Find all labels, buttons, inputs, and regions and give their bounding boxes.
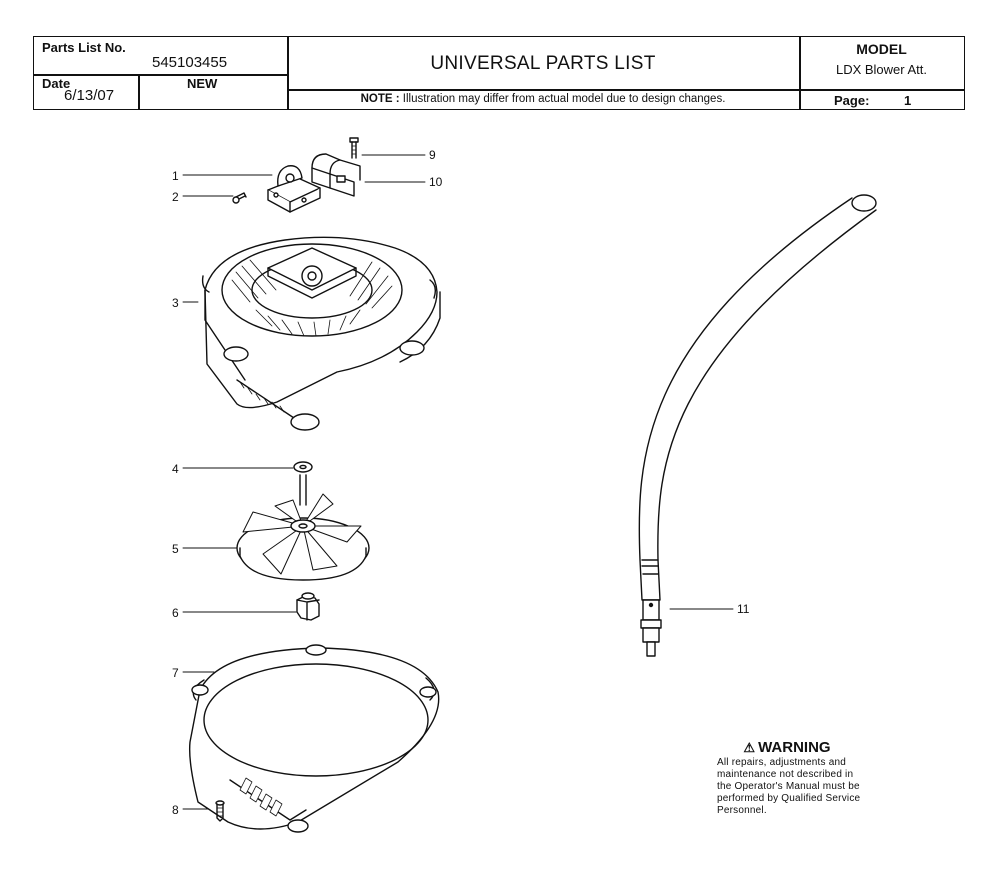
parts-list-number: 545103455 [152,54,228,71]
warning-line: maintenance not described in [717,769,854,780]
callout-1: 1 [172,169,179,183]
part-8-screw [215,800,225,822]
warning-title: WARNING [758,739,831,756]
callout-4: 4 [172,462,179,476]
header-table: Parts List No. 545103455 Date 6/13/07 NE… [33,36,965,110]
warning-triangle-icon: ⚠ [743,740,756,755]
warning-line: All repairs, adjustments and [717,757,846,768]
header-divider [34,74,287,76]
callout-11: 11 [737,602,750,616]
part-5-impeller [236,474,370,581]
part-10-clamp [311,153,361,197]
callout-6: 6 [172,606,179,620]
part-7-housing-ring [188,644,440,833]
callout-10: 10 [429,175,443,189]
warning-box: ⚠WARNING All repairs, adjustments and ma… [717,739,897,817]
warning-heading: ⚠WARNING [717,739,857,756]
header-divider [138,75,140,109]
model-label: MODEL [856,41,907,57]
callout-2: 2 [172,190,179,204]
leader-lines [182,154,734,810]
note-text: Illustration may differ from actual mode… [399,93,726,105]
date-label: Date [42,76,71,91]
model-value: LDX Blower Att. [835,62,928,77]
page-label: Page: [834,93,870,108]
design-note: NOTE : Illustration may differ from actu… [287,93,799,105]
page-title: UNIVERSAL PARTS LIST [430,53,656,74]
callout-7: 7 [172,666,179,680]
callout-3: 3 [172,296,179,310]
callout-9: 9 [429,148,436,162]
part-4-washer [293,461,313,473]
parts-list-label: Parts List No. [42,40,126,55]
warning-line: the Operator's Manual must be [717,781,860,792]
part-11-blower-tube [638,194,877,657]
part-9-screw [349,137,359,159]
date-value: 6/13/07 [64,87,115,104]
warning-text: All repairs, adjustments and maintenance… [717,757,897,817]
part-3-blower-housing [201,236,441,431]
part-1-bracket [267,165,321,213]
warning-line: performed by Qualified Service [717,793,861,804]
callout-numbers: 1 2 3 4 5 6 7 8 9 10 11 [172,148,750,817]
status-label: NEW [187,76,218,91]
header-divider [287,37,289,109]
part-6-nut [296,592,320,621]
page-number: 1 [904,93,912,108]
note-label: NOTE : [360,93,400,105]
header-divider [799,37,801,109]
header-divider [287,89,964,91]
warning-line: Personnel. [717,805,767,816]
callout-8: 8 [172,803,179,817]
callout-5: 5 [172,542,179,556]
part-2-screw [232,192,247,204]
